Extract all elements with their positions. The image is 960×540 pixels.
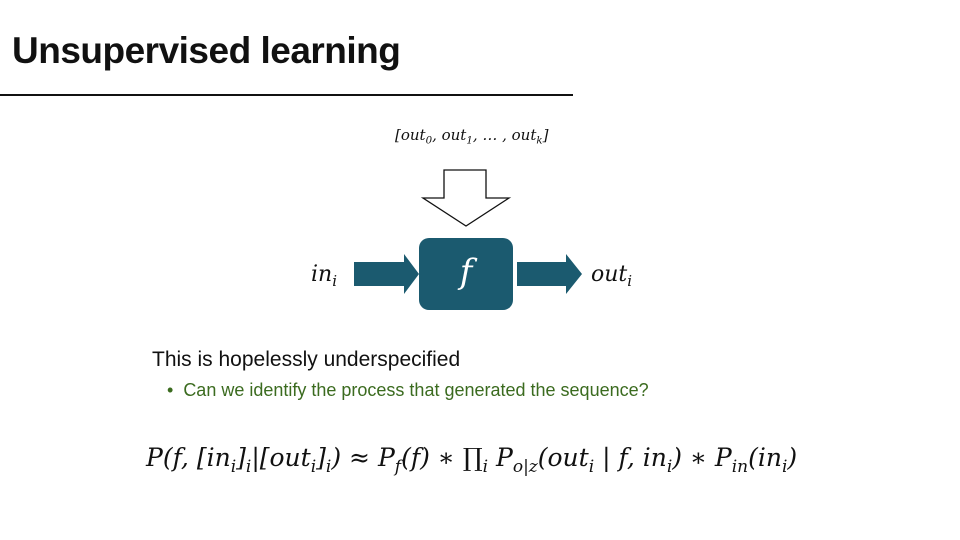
math-subscript: i xyxy=(325,456,332,477)
math-text: P(f, [in xyxy=(146,443,231,472)
math-text: ) ∗ P xyxy=(672,443,732,472)
math-subscript: i xyxy=(588,456,595,477)
math-text: ] xyxy=(542,126,549,144)
math-text: |[out xyxy=(251,443,311,472)
math-text: , … , out xyxy=(472,126,537,144)
bullet-marker: • xyxy=(167,380,174,400)
math-subscript: k xyxy=(536,135,543,147)
math-text: out xyxy=(591,262,628,287)
math-text: ] xyxy=(316,443,326,472)
math-text: ) xyxy=(787,443,798,472)
math-subscript: 1 xyxy=(466,135,473,147)
output-arrow-icon xyxy=(517,254,582,294)
slide-title: Unsupervised learning xyxy=(12,30,401,71)
math-subscript: i xyxy=(781,456,788,477)
math-subscript: f xyxy=(394,456,402,477)
math-text: in xyxy=(311,262,333,287)
math-subscript: i xyxy=(332,272,338,291)
math-subscript: i xyxy=(482,456,489,477)
math-text: ) ≈ P xyxy=(331,443,395,472)
math-subscript: in xyxy=(731,456,749,477)
output-label: outi xyxy=(591,262,633,291)
math-text: (out xyxy=(537,443,589,472)
math-text: P xyxy=(488,443,513,472)
math-subscript: i xyxy=(310,456,317,477)
math-subscript: 0 xyxy=(425,135,433,147)
math-subscript: i xyxy=(666,456,673,477)
math-subscript: o|z xyxy=(512,456,538,477)
math-text: (f) ∗ ∏ xyxy=(401,443,483,472)
bullet-item: • Can we identify the process that genera… xyxy=(167,380,649,401)
math-subscript: i xyxy=(245,456,252,477)
main-text: This is hopelessly underspecified xyxy=(152,348,461,371)
math-text: (in xyxy=(748,443,782,472)
probability-formula: P(f, [ini]i|[outi]i) ≈ Pf(f) ∗ ∏i Po|z(o… xyxy=(146,443,798,475)
math-text: | f, in xyxy=(594,443,667,472)
bullet-text: Can we identify the process that generat… xyxy=(183,380,649,400)
output-sequence-label: [out0, out1, … , outk] xyxy=(395,126,549,147)
input-label: ini xyxy=(311,262,338,291)
function-label: f xyxy=(459,252,473,292)
math-subscript: i xyxy=(230,456,237,477)
input-arrow-icon xyxy=(354,254,419,294)
math-text: [out xyxy=(395,126,426,144)
math-text: , out xyxy=(432,126,467,144)
math-text: ] xyxy=(236,443,246,472)
math-subscript: i xyxy=(627,272,633,291)
title-underline xyxy=(0,94,573,96)
hollow-down-arrow-icon xyxy=(420,169,512,227)
function-box xyxy=(419,238,513,310)
